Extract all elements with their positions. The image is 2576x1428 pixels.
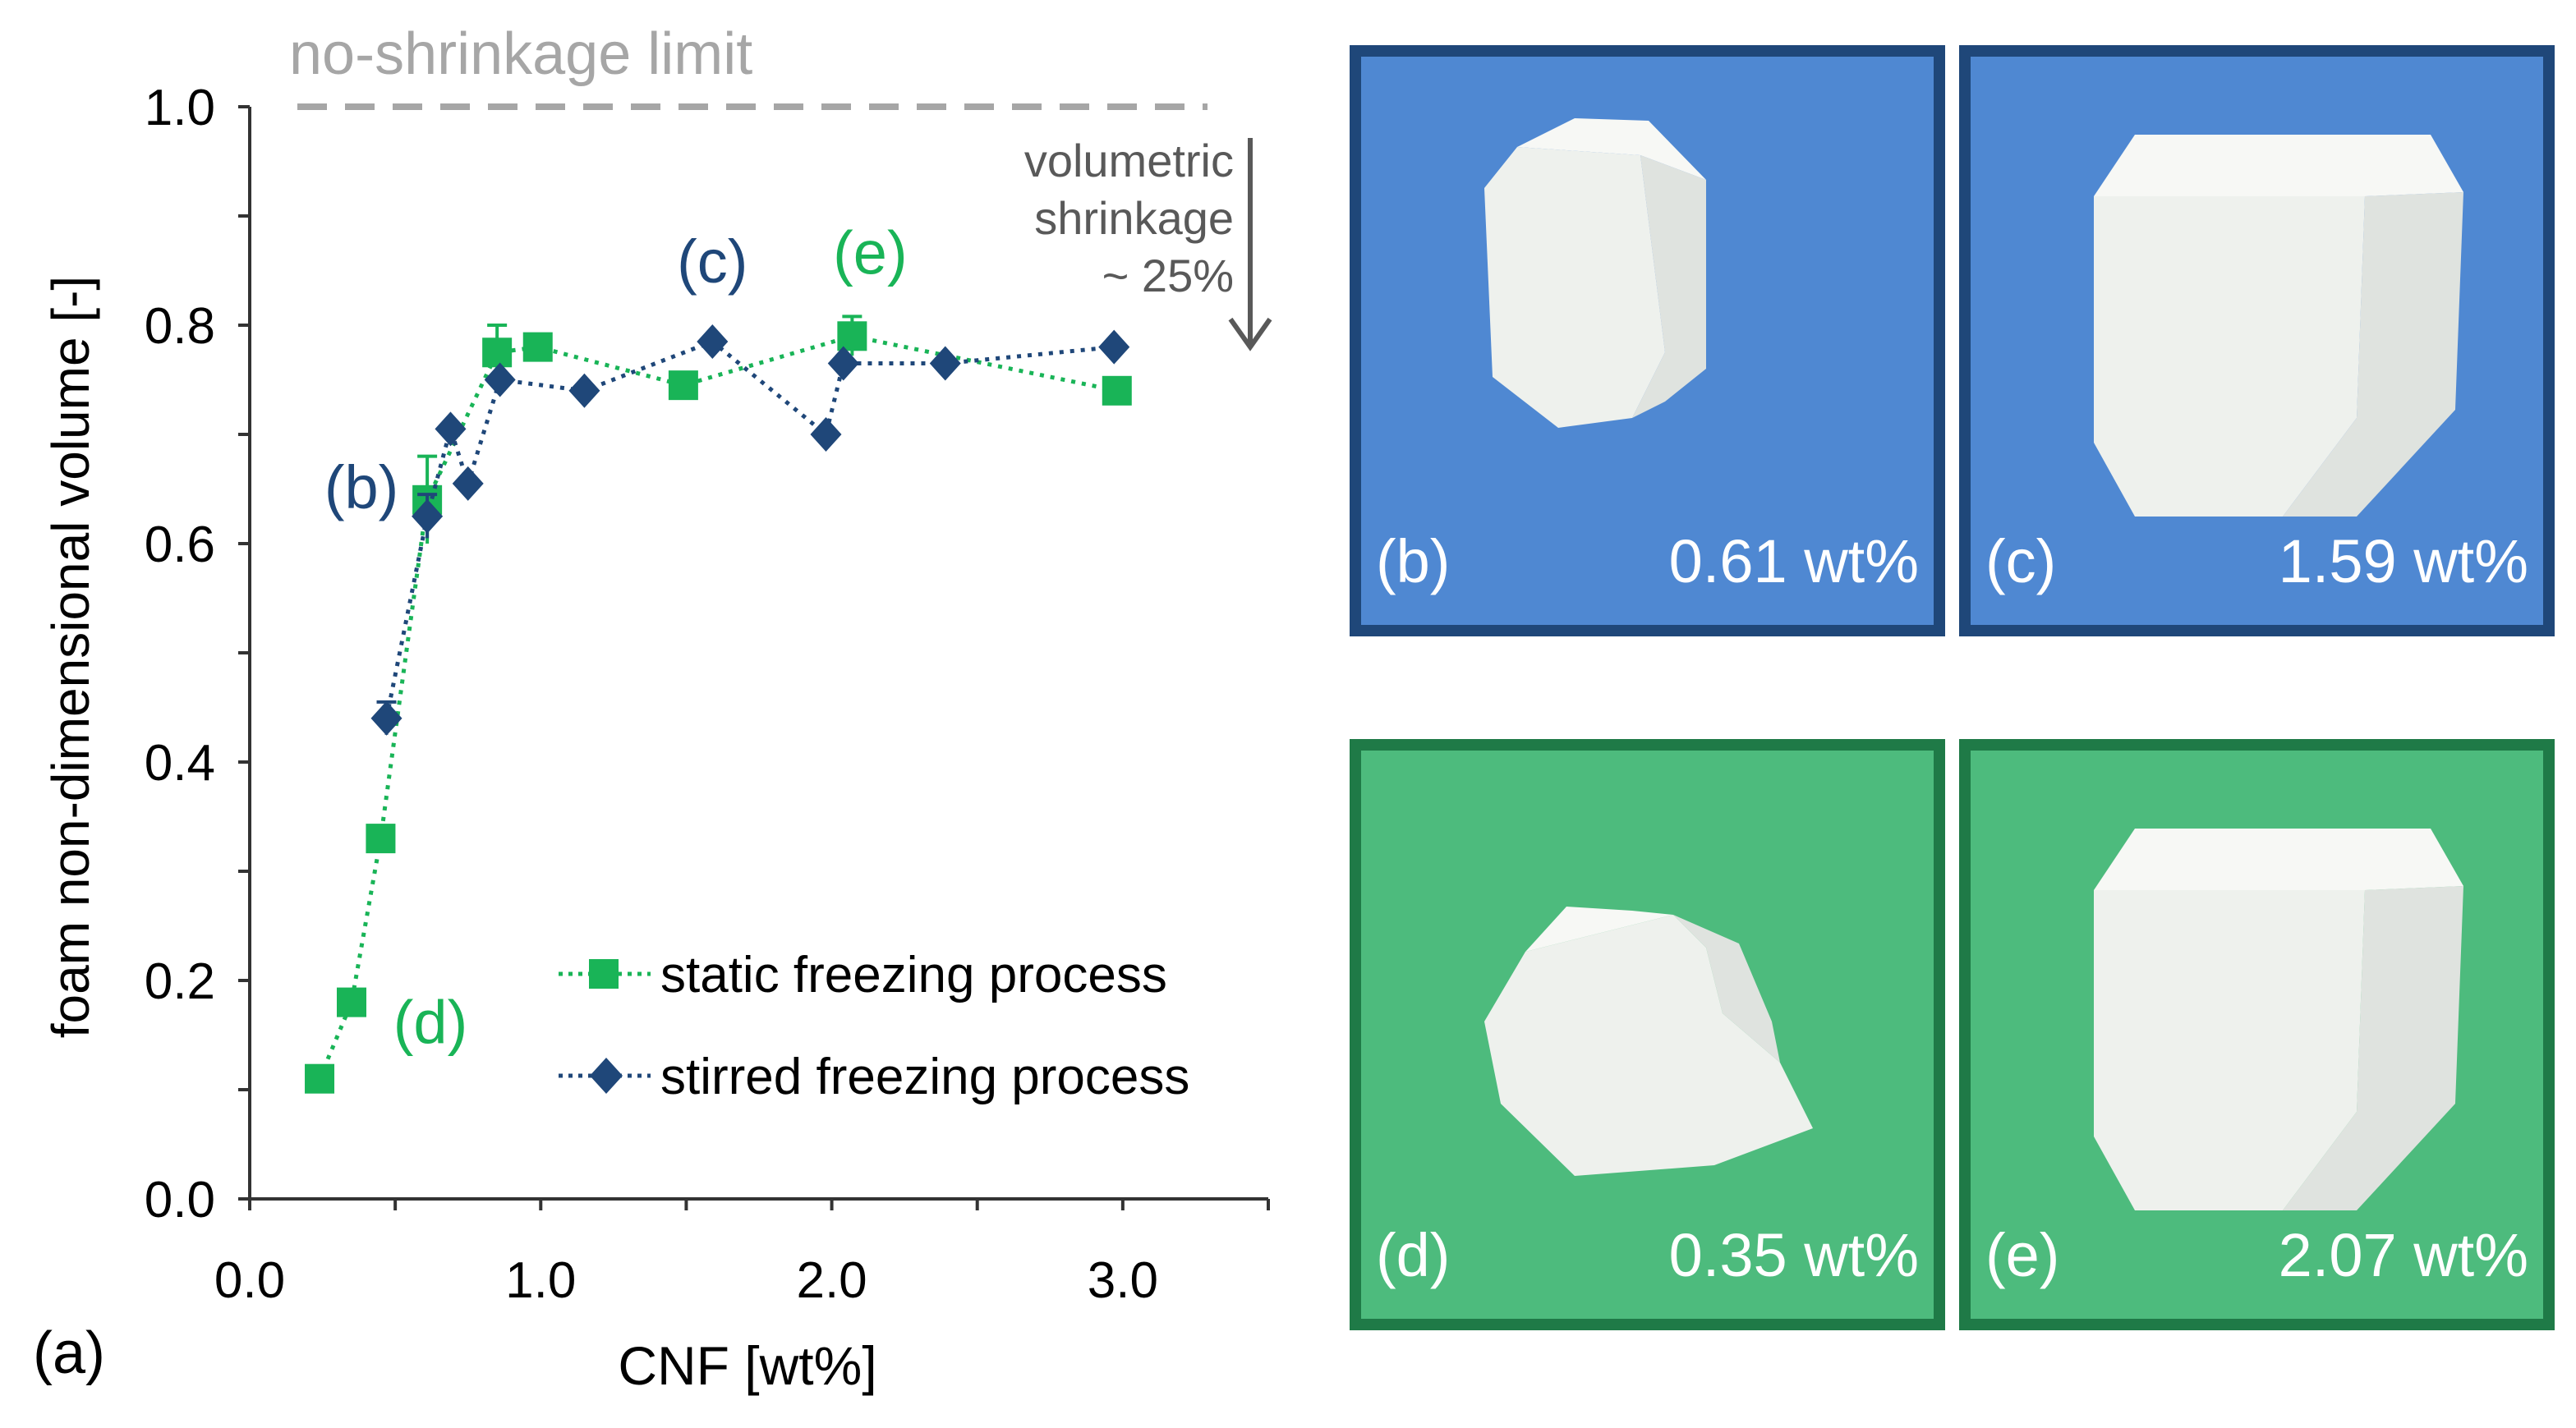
foam-front-face	[1484, 147, 1665, 428]
photo-panel-c: (c) 1.59 wt%	[1959, 45, 2555, 636]
stirred-point	[568, 373, 600, 408]
y-tick-label: 0.0	[145, 1172, 215, 1228]
static-point	[366, 824, 396, 854]
foam-sample-image	[2094, 829, 2463, 1210]
stirred-point	[1098, 329, 1130, 365]
panel-letter: (e)	[1985, 1221, 2060, 1289]
static-point	[668, 370, 698, 401]
foam-front-face	[1484, 915, 1813, 1176]
shrinkage-note-line-1: volumetric	[1024, 135, 1234, 186]
annotation-e: (e)	[833, 218, 907, 287]
x-tick-label: 3.0	[1088, 1252, 1158, 1309]
static-point	[522, 332, 553, 362]
stirred-point	[929, 346, 961, 381]
no-shrinkage-limit-label: no-shrinkage limit	[289, 21, 752, 87]
x-tick-label: 2.0	[796, 1252, 867, 1309]
shrinkage-note-line-2: shrinkage	[1034, 192, 1234, 244]
foam-top-face	[2094, 135, 2463, 196]
foam-sample-image	[2094, 135, 2463, 517]
shrinkage-arrow-head	[1228, 317, 1272, 351]
shrinkage-note-line-3: ~ 25%	[1102, 250, 1234, 301]
stirred-point	[412, 498, 444, 534]
stirred-point	[827, 346, 859, 381]
figure-label-a: (a)	[33, 1320, 105, 1386]
stirred-point	[452, 466, 484, 501]
foam-front-face	[2094, 890, 2365, 1210]
legend-static-marker	[589, 959, 619, 989]
foam-top-face	[2094, 829, 2463, 890]
static-series	[305, 315, 1132, 1094]
annotation-d: (d)	[393, 989, 467, 1057]
x-axis-label: CNF [wt%]	[618, 1335, 876, 1396]
panel-letter: (d)	[1376, 1221, 1451, 1289]
shrinkage-chart: no-shrinkage limit 0.0 0.2 0.4 0.6 0.8 1.0 0.…	[33, 21, 1272, 1396]
stirred-point	[370, 700, 402, 736]
panel-concentration: 0.35 wt%	[1668, 1221, 1919, 1289]
panel-concentration: 0.61 wt%	[1668, 527, 1919, 595]
y-axis-ticks: 0.0 0.2 0.4 0.6 0.8 1.0	[145, 80, 250, 1228]
static-point	[482, 337, 513, 368]
x-axis-ticks: 0.0 1.0 2.0 3.0	[214, 1199, 1270, 1309]
stirred-point	[484, 362, 516, 397]
panel-concentration: 2.07 wt%	[2278, 1221, 2528, 1289]
y-tick-label: 0.4	[145, 735, 215, 792]
stirred-series	[370, 324, 1130, 736]
stirred-point	[697, 324, 729, 359]
foam-side-face	[2283, 886, 2463, 1210]
annotation-layer: (b) (c) (d) (e)	[324, 218, 908, 1056]
y-tick-label: 0.8	[145, 298, 215, 355]
legend-static-label: static freezing process	[660, 947, 1167, 1003]
foam-front-face	[2094, 196, 2365, 517]
stirred-series-line	[384, 339, 1115, 719]
x-tick-label: 1.0	[505, 1252, 576, 1309]
foam-side-face	[2283, 192, 2463, 517]
x-tick-label: 0.0	[214, 1252, 285, 1309]
panel-concentration: 1.59 wt%	[2278, 527, 2528, 595]
legend-stirred-marker	[590, 1058, 623, 1094]
stirred-point	[435, 411, 467, 447]
foam-top-face	[1525, 907, 1673, 952]
static-point	[305, 1063, 335, 1094]
panel-letter: (b)	[1376, 527, 1451, 595]
y-axis-label: foam non-dimensional volume [-]	[41, 276, 100, 1038]
stirred-point	[810, 417, 842, 452]
foam-sample-image	[1484, 118, 1706, 428]
foam-side-face	[1673, 915, 1780, 1063]
legend: static freezing process stirred freezing…	[559, 947, 1189, 1105]
photo-panel-d: (d) 0.35 wt%	[1350, 739, 1945, 1330]
annotation-b: (b)	[324, 453, 398, 521]
photo-panel-e: (e) 2.07 wt%	[1959, 739, 2555, 1330]
panel-letter: (c)	[1985, 527, 2057, 595]
static-point	[837, 321, 867, 351]
static-point	[337, 987, 366, 1017]
foam-sample-image	[1484, 907, 1813, 1176]
y-tick-label: 1.0	[145, 80, 215, 136]
static-point	[1102, 375, 1132, 406]
photo-panel-b: (b) 0.61 wt%	[1350, 45, 1945, 636]
shrinkage-note: volumetric shrinkage ~ 25%	[1024, 135, 1272, 351]
foam-side-face	[1632, 155, 1706, 418]
y-tick-label: 0.2	[145, 953, 215, 1010]
series-layer	[305, 315, 1132, 1094]
annotation-c: (c)	[677, 227, 748, 296]
y-tick-label: 0.6	[145, 517, 215, 573]
legend-stirred-label: stirred freezing process	[660, 1049, 1189, 1105]
foam-top-face	[1517, 118, 1706, 180]
